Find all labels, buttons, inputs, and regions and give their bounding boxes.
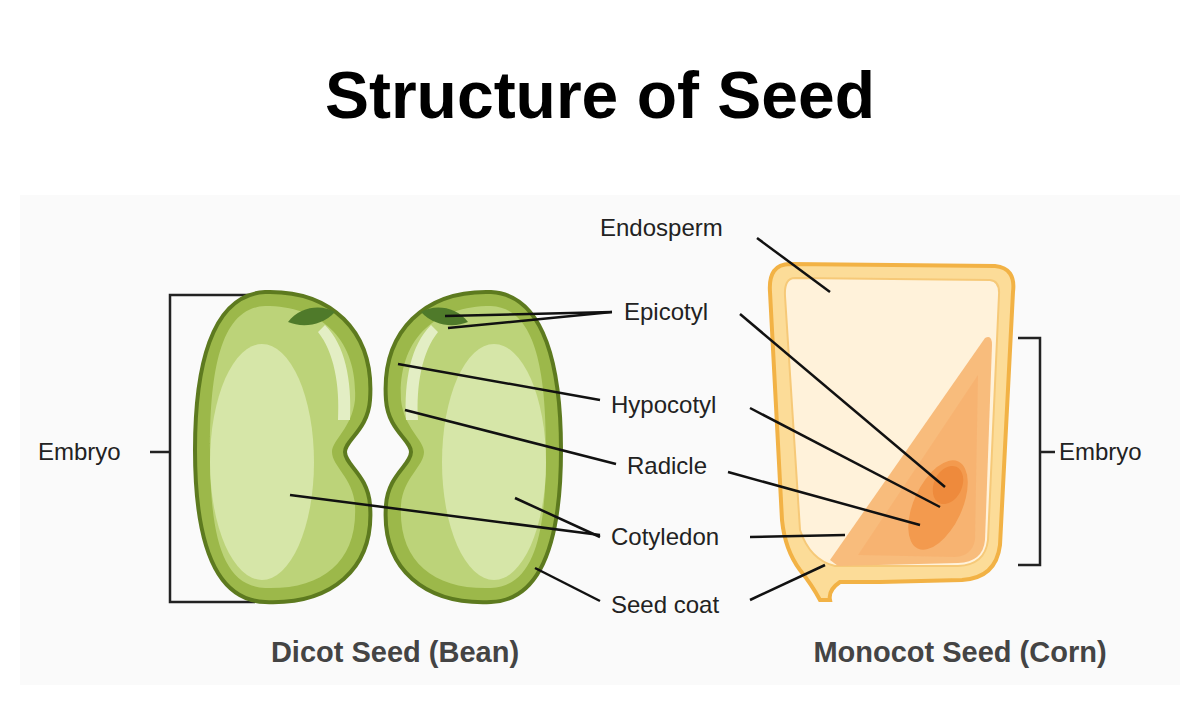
part-label: Cotyledon bbox=[611, 524, 719, 550]
bean-seed bbox=[195, 292, 561, 602]
part-label: Endosperm bbox=[600, 215, 723, 241]
diagram-title: Structure of Seed bbox=[325, 59, 875, 132]
part-label: Hypocotyl bbox=[611, 392, 716, 418]
seed-type-caption: Dicot Seed (Bean) bbox=[271, 637, 519, 669]
part-label: Embryo bbox=[1059, 439, 1142, 465]
part-label: Embryo bbox=[38, 439, 121, 465]
embryo-bracket bbox=[1018, 338, 1055, 565]
part-label: Radicle bbox=[627, 453, 707, 479]
background-panel bbox=[20, 195, 1180, 685]
corn-seed bbox=[770, 264, 1014, 600]
part-label: Seed coat bbox=[611, 592, 719, 618]
part-label: Epicotyl bbox=[624, 299, 708, 325]
leader-lines bbox=[290, 238, 945, 601]
seed-type-caption: Monocot Seed (Corn) bbox=[813, 637, 1106, 669]
